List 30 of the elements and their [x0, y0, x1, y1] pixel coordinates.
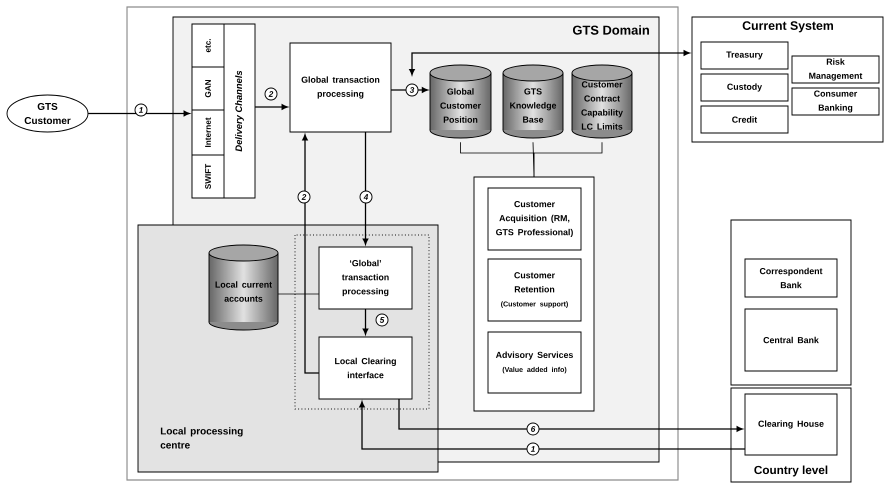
arrow [391, 87, 428, 93]
database-cylinder: Local current accounts [208, 244, 278, 330]
channel-cell: SWIFT [192, 154, 224, 198]
service-box: Customer Acquisition (RM, GTS Professional) [488, 188, 582, 250]
channel-cell: GAN [192, 66, 224, 110]
database-cylinder: Global Customer Position [430, 64, 492, 138]
institution-item-box: Correspondent Bank [744, 258, 838, 298]
process-box: Global transaction processing [290, 42, 392, 132]
channel-cell: etc. [192, 24, 224, 68]
channel-cell: Internet [192, 110, 224, 156]
process-box: ‘Global’ transaction processing [318, 246, 412, 310]
arrow [398, 399, 743, 432]
arrow [359, 401, 745, 450]
system-item-box: Credit [700, 106, 788, 134]
system-item-box: Consumer Banking [792, 88, 880, 116]
process-box: Local Clearing interface [318, 336, 412, 400]
edge-label: 1 [134, 104, 148, 116]
system-item-box: Custody [700, 74, 788, 102]
arrow [302, 134, 319, 374]
system-item-box: Risk Management [792, 56, 880, 84]
arrow [88, 110, 190, 116]
institution-item-box: Central Bank [744, 308, 838, 372]
database-cylinder: Customer Contract Capability LC Limits [572, 64, 632, 138]
arrow [255, 104, 288, 110]
arrow [409, 50, 690, 76]
database-cylinder: GTS Knowledge Base [502, 64, 564, 138]
institution-item-box: Clearing House [744, 394, 838, 456]
system-item-box: Treasury [700, 42, 788, 70]
arrow [362, 132, 368, 245]
arrow [362, 309, 368, 335]
